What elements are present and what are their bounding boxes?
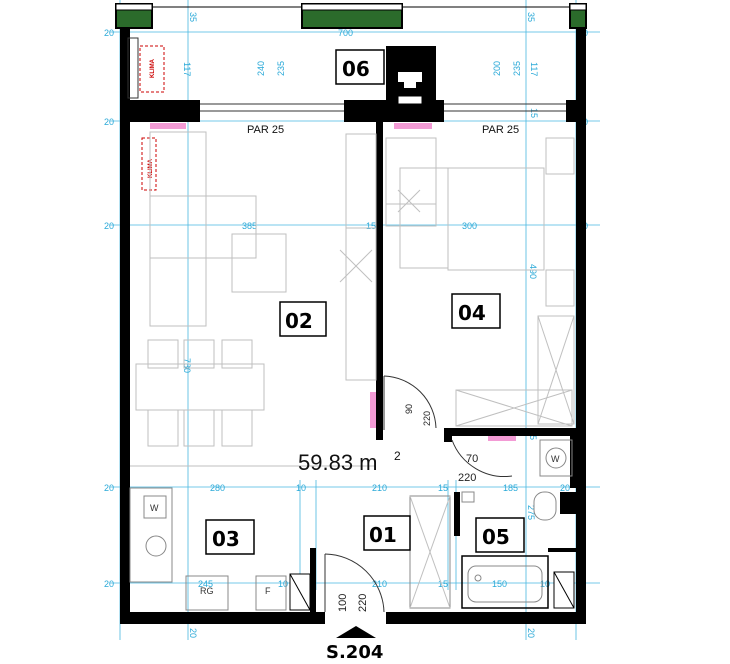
dim-row5-245: 245	[198, 579, 213, 589]
dim-top-35: 35	[188, 12, 198, 22]
dim-door-220: 220	[422, 411, 432, 426]
dim-balcony-117-left: 117	[182, 62, 192, 76]
room-05-label: 05	[482, 525, 510, 549]
dim-win-200: 200	[492, 61, 502, 76]
dim-door-90: 90	[404, 404, 414, 414]
balcony-top-edge	[115, 3, 587, 29]
dim-v-780: 780	[182, 358, 192, 373]
dim-v-275: 275	[526, 505, 536, 520]
dim-balcony-117-right: 117	[529, 62, 539, 76]
entry-marker: S.204	[326, 626, 383, 663]
walls	[120, 28, 586, 624]
floor-label-left: PAR 25	[247, 124, 284, 136]
dim-row4-185: 185	[503, 483, 518, 493]
bathroom-door	[451, 439, 513, 477]
dim-row3-15: 15	[366, 221, 376, 231]
room-06-label: 06	[342, 57, 370, 81]
radiators	[150, 123, 516, 441]
dim-top-700: 700	[338, 28, 353, 38]
dim-row4-10a: 10	[296, 483, 306, 493]
room-03-label: 03	[212, 527, 240, 551]
dim-row5-20: 20	[104, 579, 114, 589]
furniture-bathroom: W	[461, 439, 575, 609]
dim-row3-20-left: 20	[104, 221, 114, 231]
furniture-bedroom	[385, 137, 575, 427]
room-labels: 06 02 04 03 01 05	[205, 49, 525, 555]
dim-bot-20-left: 20	[188, 628, 198, 638]
dim-row3-300: 300	[462, 221, 477, 231]
area-unit-sup: 2	[394, 449, 401, 463]
shaft	[386, 46, 436, 105]
dim-row4-210: 210	[372, 483, 387, 493]
dim-v-490: 490	[528, 264, 538, 279]
dim-row4-20: 20	[104, 483, 114, 493]
bedroom-door	[383, 375, 437, 430]
room-01-label: 01	[369, 523, 397, 547]
dim-top-35-right: 35	[526, 12, 536, 22]
dim-row4-20-right: 20	[560, 483, 570, 493]
room-02-label: 02	[285, 309, 313, 333]
dim-row5-150: 150	[492, 579, 507, 589]
dim-row5-15: 15	[438, 579, 448, 589]
dim-win-240: 240	[256, 61, 266, 76]
dim-bath-70: 70	[466, 453, 478, 465]
klima-label-living: KLIMA	[148, 158, 154, 178]
dim-bath-220: 220	[458, 472, 476, 484]
dim-win-235: 235	[276, 61, 286, 76]
furniture-kitchen: W RG F	[129, 487, 311, 611]
dim-top-20-left: 20	[104, 28, 114, 38]
floor-label-right: PAR 25	[482, 124, 519, 136]
furniture-hall	[409, 495, 451, 609]
dimension-lines	[110, 0, 600, 640]
dim-row5-10: 10	[278, 579, 288, 589]
dim-bot-20-right: 20	[526, 628, 536, 638]
entry-door	[324, 553, 385, 613]
range-label: RG	[200, 586, 214, 596]
dim-row5-10b: 10	[540, 579, 550, 589]
dim-row2-15b: 15	[529, 108, 539, 118]
dim-entry-100: 100	[337, 594, 349, 612]
dim-row5-210: 210	[372, 579, 387, 589]
klima-units: KLIMA KLIMA	[139, 45, 165, 191]
dim-win-235-b: 235	[512, 61, 522, 76]
washer-bath-label: W	[551, 454, 560, 464]
klima-label-balcony: KLIMA	[150, 58, 156, 78]
dim-row2-20-left: 20	[104, 117, 114, 127]
dim-row4-280: 280	[210, 483, 225, 493]
washer-kitchen-label: W	[150, 503, 159, 513]
dim-row3-385: 385	[242, 221, 257, 231]
fridge-label: F	[265, 586, 271, 596]
dim-entry-220: 220	[357, 594, 369, 612]
unit-id: S.204	[326, 642, 383, 663]
windows	[127, 37, 566, 112]
furniture-living	[130, 131, 377, 467]
area-value: 59.83 m	[298, 450, 378, 475]
dim-row4-15: 15	[438, 483, 448, 493]
room-04-label: 04	[458, 301, 486, 325]
